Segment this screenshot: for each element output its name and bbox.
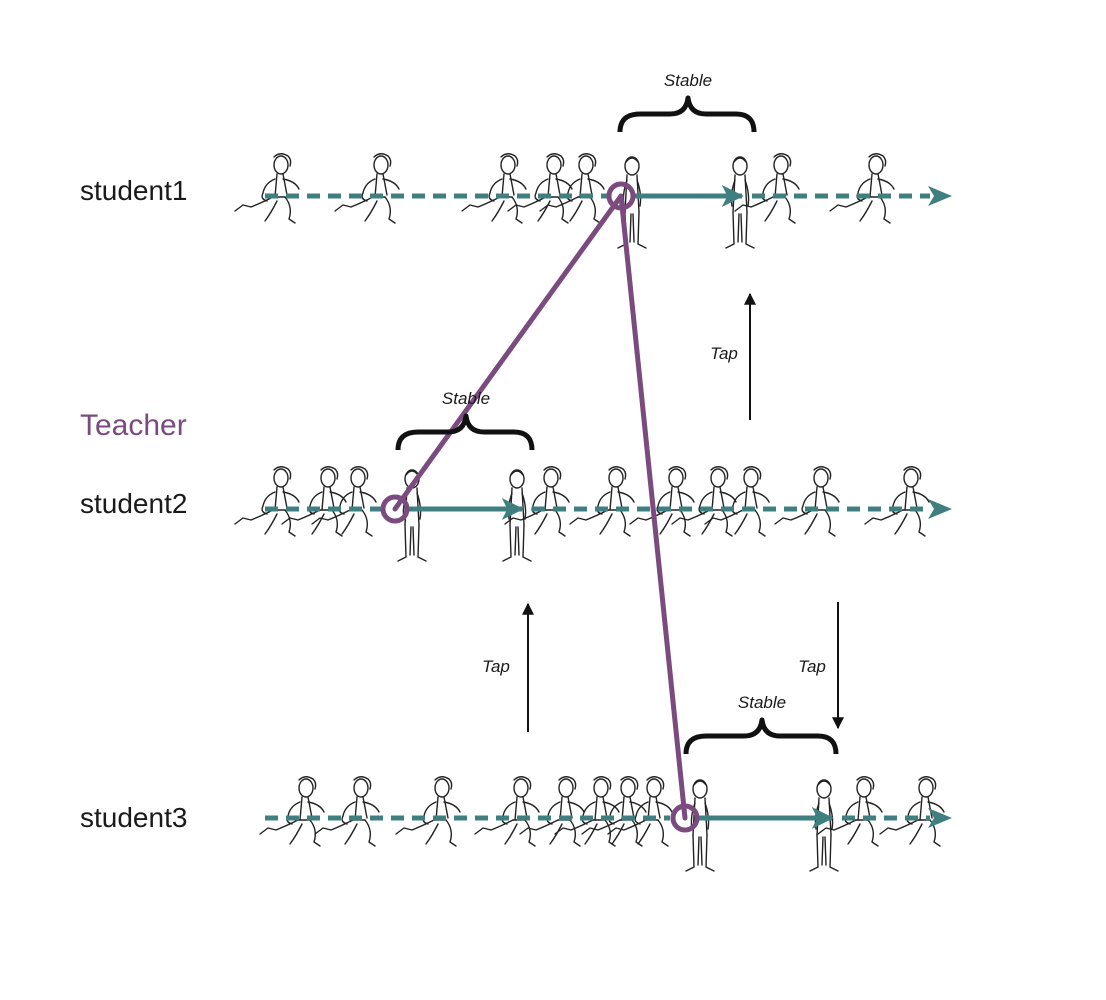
- running-figure-icon: [314, 776, 380, 847]
- running-figure-icon: [474, 776, 540, 847]
- brace-icon: [395, 413, 535, 451]
- standing-figure-icon: [502, 469, 532, 562]
- stable-brace-student1: Stable: [617, 71, 757, 133]
- running-figure-icon: [829, 153, 895, 224]
- student3-runners: [259, 776, 945, 872]
- tap-arrow-student3-to-student2: Tap: [482, 602, 534, 732]
- timeline-arrowhead: [928, 186, 952, 206]
- student1-runners: [234, 153, 895, 249]
- standing-figure-icon: [809, 779, 839, 872]
- stable-label: Stable: [738, 693, 786, 712]
- running-figure-icon: [461, 153, 527, 224]
- running-figure-icon: [395, 776, 461, 847]
- stable-brace-student3: Stable: [683, 693, 839, 755]
- standing-figure-icon: [685, 779, 715, 872]
- brace-icon: [683, 717, 839, 755]
- running-figure-icon: [629, 466, 695, 537]
- timeline-arrowhead: [928, 808, 952, 828]
- running-figure-icon: [259, 776, 325, 847]
- teacher-links: [380, 181, 700, 833]
- tap-label: Tap: [482, 657, 510, 676]
- teacher-link-student1-student3: [618, 193, 688, 821]
- row-label-student1: student1: [80, 175, 187, 206]
- tap-arrow-student2-to-student3: Tap: [798, 602, 844, 730]
- tap-arrow-student2-to-student1: Tap: [710, 292, 756, 420]
- running-figure-icon: [334, 153, 400, 224]
- timeline-arrowhead: [928, 499, 952, 519]
- stable-brace-student2: Stable: [395, 389, 535, 451]
- running-figure-icon: [774, 466, 840, 537]
- running-figure-icon: [281, 466, 347, 537]
- student1-timeline: [265, 185, 952, 207]
- sync-point-circle-icon: [380, 494, 410, 524]
- teacher-link-student1-student2: [392, 193, 624, 512]
- tap-label: Tap: [798, 657, 826, 676]
- row-label-student3: student3: [80, 802, 187, 833]
- tap-label: Tap: [710, 344, 738, 363]
- teacher-label: Teacher: [80, 409, 187, 442]
- running-figure-icon: [234, 153, 300, 224]
- student3-timeline: [265, 807, 952, 829]
- stable-label: Stable: [664, 71, 712, 90]
- running-figure-icon: [581, 776, 647, 847]
- sync-point-circle-icon: [670, 803, 700, 833]
- brace-icon: [617, 95, 757, 133]
- sync-point-circle-icon: [606, 181, 636, 211]
- running-figure-icon: [569, 466, 635, 537]
- student2-runners: [234, 466, 930, 562]
- student2-timeline: [265, 498, 952, 520]
- running-figure-icon: [234, 466, 300, 537]
- stable-label: Stable: [442, 389, 490, 408]
- standing-figure-icon: [725, 156, 755, 249]
- running-figure-icon: [864, 466, 930, 537]
- row-label-student2: student2: [80, 488, 187, 519]
